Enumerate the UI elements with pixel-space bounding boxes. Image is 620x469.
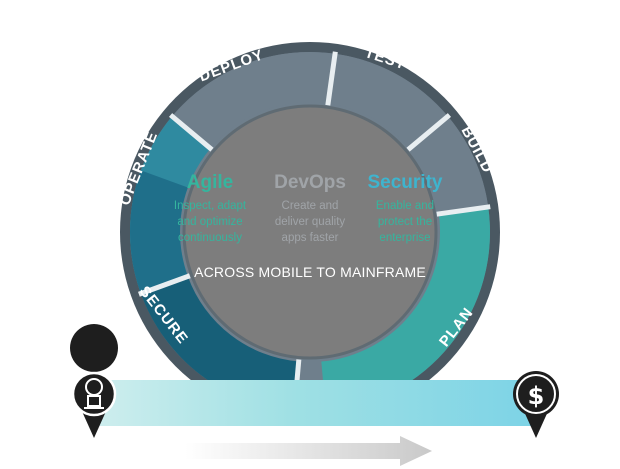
segment-secure [140, 276, 299, 412]
devops-line: apps faster [281, 232, 339, 244]
progress-arrow-icon [185, 436, 432, 466]
segment-divider [436, 204, 491, 217]
tagline: ACROSS MOBILE TO MAINFRAME [194, 264, 426, 280]
security-line: Enable and [375, 200, 435, 212]
agile-line: Inspect, adapt [173, 200, 247, 212]
segment-test [328, 53, 448, 149]
inner-circle [184, 106, 436, 358]
agile-line: and optimize [177, 216, 243, 228]
security-line: protect the [377, 216, 433, 228]
devops-column: DevOps Create and deliver quality apps f… [258, 172, 362, 246]
segment-divider [325, 51, 338, 106]
devops-line: deliver quality [274, 216, 346, 228]
segment-plan [321, 206, 490, 412]
security-title: Security [367, 172, 443, 193]
agile-title: Agile [186, 172, 234, 193]
security-column: Security Enable and protect the enterpri… [355, 172, 455, 246]
segment-deploy [172, 51, 336, 149]
svg-text:$: $ [528, 382, 545, 410]
segment-build [409, 116, 489, 214]
segment-divider [168, 113, 214, 152]
security-line: enterprise [379, 232, 431, 244]
timeline-band [92, 380, 540, 426]
idea-person-pin-icon [70, 324, 119, 438]
ring-segments [130, 51, 491, 414]
dollar-pin-icon: $ [513, 371, 559, 438]
agile-column: Agile Inspect, adapt and optimize contin… [160, 172, 260, 246]
agile-line: continuously [178, 232, 242, 244]
devops-line: Create and [281, 200, 339, 212]
segment-divider [138, 273, 191, 297]
devops-title: DevOps [274, 172, 346, 193]
segment-divider [406, 113, 452, 152]
segment-operate-lower [130, 170, 188, 294]
